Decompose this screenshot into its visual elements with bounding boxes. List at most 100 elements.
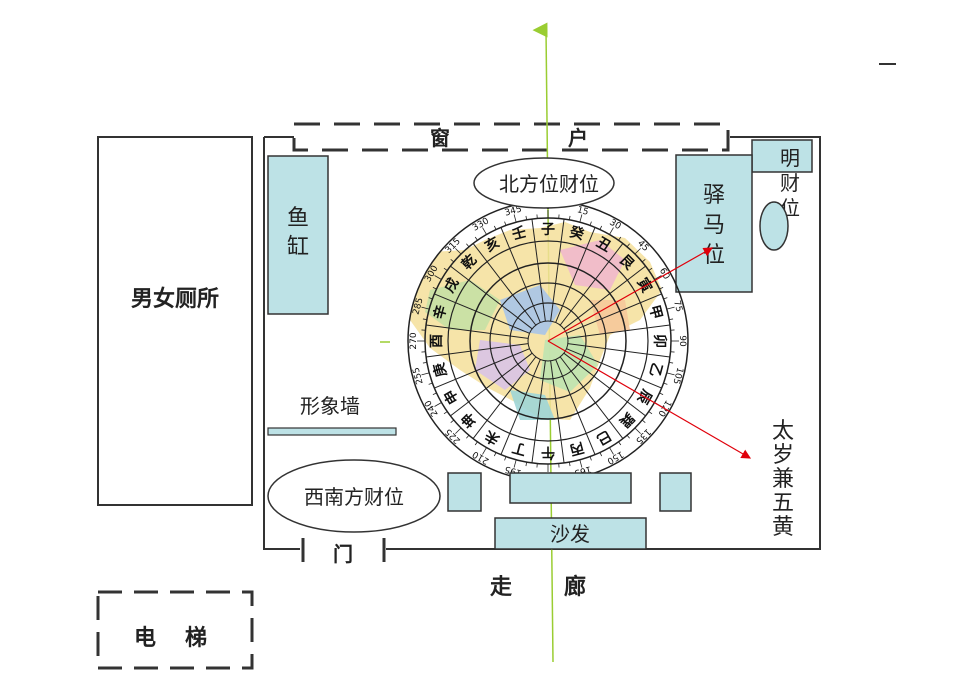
compass-mountain-label: 丙 [568,439,586,458]
compass-spokes [417,210,679,472]
compass-spoke [531,218,546,322]
compass-tick [599,225,603,230]
elevator-label-right: 梯 [185,625,207,651]
compass-mountain-label: 乙 [646,361,665,379]
compass-spoke [566,293,662,334]
compass-tick [421,372,430,376]
compass: 子癸丑艮寅甲卯乙辰巽巳丙午丁未坤申庚酉辛戌乾亥壬 015304560759010… [407,200,689,482]
compass-tick [428,297,433,300]
compass-tick [504,221,507,226]
compass-tick [666,372,675,376]
compass-tick [474,441,478,446]
compass-tick [579,459,583,468]
compass-degree-label: 105 [670,366,684,385]
compass-tick [466,434,470,439]
compass-degree-label: 285 [412,297,426,316]
compass-spoke [450,265,533,330]
taisui-char-1: 太 [772,419,794,444]
compass-tick [450,419,455,423]
image-wall [267,427,397,436]
compass-mountain-label: 酉 [429,334,445,348]
compass-mountain-label: 申 [441,386,463,407]
compass-spoke [563,352,646,417]
compass-tick [443,411,448,415]
compass-spoke [567,324,671,339]
compass-tick [568,462,571,467]
compass-tick [634,427,641,434]
compass-spoke [472,356,537,439]
armchair-left [447,472,482,512]
compass-mountain-label: 卯 [651,334,667,348]
compass-spoke [559,243,624,326]
compass-tick [659,392,664,396]
compass-tick [589,221,592,226]
compass-tick [428,382,433,385]
compass-degree-label: 255 [412,366,426,385]
compass-tick [568,215,571,220]
southwest-wealth-ellipse [267,459,441,533]
compass-tick [434,402,442,407]
compass-tick [504,456,507,461]
compass-tick [641,419,646,423]
compass-spoke [500,227,541,323]
compass-spoke [500,359,541,455]
window-label-left: 窗 [430,126,450,150]
restroom-block [97,136,253,506]
sofa [494,517,647,550]
compass-mountain-label: 子 [541,222,555,238]
compass-spoke [450,352,533,417]
compass-degree-label: 90 [677,335,687,347]
compass-tick [474,236,478,241]
door-label: 门 [333,542,353,566]
compass-tick [648,267,653,271]
compass-spoke [472,243,537,326]
compass-tick [434,275,442,280]
taisui-char-2: 岁 [772,443,794,468]
compass-tick [626,434,630,439]
taisui-char-5: 黄 [772,515,794,540]
compass-tick [641,259,646,263]
compass-degree-label: 210 [471,448,491,465]
compass-spoke [555,227,596,323]
compass-tick [634,248,641,255]
compass-tick [525,215,528,220]
compass-degree-label: 345 [504,205,523,219]
travel-horse-char-3: 位 [703,243,725,268]
compass-tick [663,297,668,300]
compass-spoke [531,360,546,464]
coffee-table [509,472,632,504]
compass-tick [482,227,487,235]
compass-tick [663,382,668,385]
taisui-char-3: 兼 [772,467,794,492]
north-wealth-label: 北方位财位 [499,172,599,196]
southwest-wealth-label: 西南方财位 [304,485,404,509]
map-overlay [408,222,662,420]
arrow-to-taisui [547,340,752,459]
compass-mountain-label: 午 [541,444,555,461]
compass-degree-label: 240 [423,398,440,418]
compass-spoke [434,348,530,389]
compass-degree-label: 15 [576,205,590,218]
north-wealth-ellipse [473,157,615,209]
travel-horse-char-1: 驿 [703,183,725,208]
elevator-label-left: 电 [134,626,156,651]
sofa-label: 沙发 [550,522,590,546]
compass-tick [589,456,592,461]
compass-tick [493,225,497,230]
fish-tank [267,155,329,315]
compass-mountain-label: 癸 [567,223,587,244]
bright-wealth-ellipse [759,201,789,251]
compass-tick [618,441,622,446]
compass-tick [609,447,614,455]
armchair-right [659,472,692,512]
compass-tick [599,452,603,457]
compass-spoke [566,348,662,389]
compass-spoke [434,293,530,334]
compass-degree-label: 60 [657,267,672,282]
compass-degree-label: 330 [471,216,491,233]
bright-wealth-char-2: 财 [780,171,800,195]
compass-tick [618,236,622,241]
compass-degree-label: 30 [608,218,623,233]
arrow-to-travel-horse [547,247,714,342]
compass-mountain-label: 丁 [510,439,528,458]
